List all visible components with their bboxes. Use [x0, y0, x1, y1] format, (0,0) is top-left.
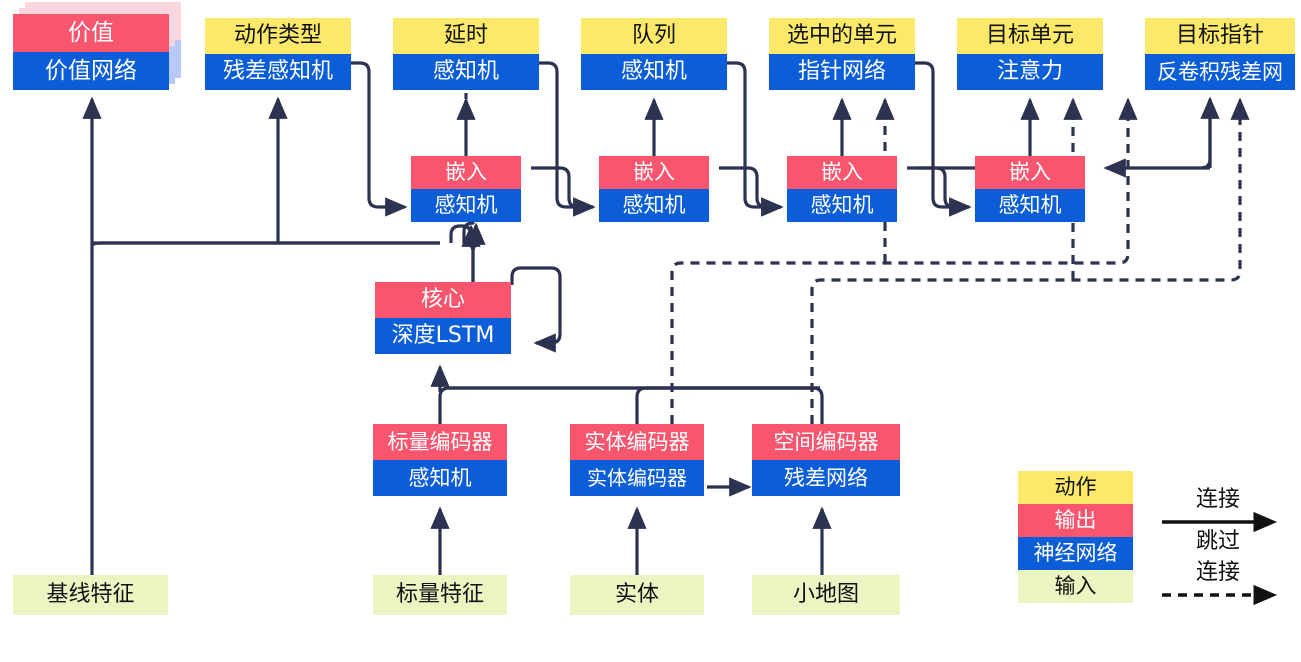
value-top-label: 价值 — [13, 14, 169, 52]
edge-selectedunits-to-embed4 — [907, 61, 972, 217]
queue-bottom-label: 感知机 — [581, 54, 727, 90]
edge-delay-to-embed2 — [531, 61, 596, 217]
delay-bottom-label: 感知机 — [393, 54, 539, 90]
selected-units-top-label: 选中的单元 — [769, 18, 915, 54]
embed-3-top-label: 嵌入 — [787, 156, 897, 189]
entity-encoder-top-label: 实体编码器 — [570, 424, 704, 460]
edge-embed1-to-embed2 — [531, 166, 596, 217]
edge-embed2-to-embed3 — [719, 166, 784, 217]
legend-action-label: 动作 — [1018, 471, 1133, 504]
node-scalar-encoder[interactable]: 标量编码器 感知机 — [373, 424, 507, 496]
node-spatial-encoder[interactable]: 空间编码器 残差网络 — [752, 424, 900, 496]
target-point-bottom-label: 反卷积残差网 — [1145, 54, 1295, 90]
selected-units-bottom-label: 指针网络 — [769, 54, 915, 90]
edge-skip-spatialenc-to-targetpoint — [810, 97, 1250, 424]
input-entities[interactable]: 实体 — [570, 575, 704, 615]
action-type-bottom-label: 残差感知机 — [205, 54, 351, 90]
spatial-encoder-bottom-label: 残差网络 — [752, 460, 900, 496]
legend-skip-label-line1: 跳过 — [1196, 529, 1241, 554]
embed-1-top-label: 嵌入 — [411, 156, 521, 189]
queue-top-label: 队列 — [581, 18, 727, 54]
delay-top-label: 延时 — [393, 18, 539, 54]
node-embed-2[interactable]: 嵌入 感知机 — [599, 156, 709, 222]
core-bottom-label: 深度LSTM — [375, 318, 511, 354]
input-minimap[interactable]: 小地图 — [752, 575, 900, 615]
node-embed-4[interactable]: 嵌入 感知机 — [975, 156, 1085, 222]
input-scalar-features[interactable]: 标量特征 — [373, 575, 507, 615]
embed-1-bottom-label: 感知机 — [411, 189, 521, 222]
legend-connection-label: 连接 — [1196, 487, 1241, 512]
target-point-top-label: 目标指针 — [1145, 18, 1295, 54]
legend-swatch-stack: 动作 输出 神经网络 输入 — [1018, 471, 1133, 603]
edge-left-bus2 — [90, 241, 440, 247]
legend-skip-label-line2: 连接 — [1196, 560, 1241, 585]
node-core[interactable]: 核心 深度LSTM — [375, 282, 511, 354]
edge-core-recurrent — [510, 266, 562, 353]
target-unit-top-label: 目标单元 — [957, 18, 1103, 54]
embed-2-top-label: 嵌入 — [599, 156, 709, 189]
node-delay[interactable]: 延时 感知机 — [393, 18, 539, 90]
node-action-type[interactable]: 动作类型 残差感知机 — [205, 18, 351, 90]
legend-network-label: 神经网络 — [1018, 537, 1133, 570]
value-bottom-label: 价值网络 — [13, 52, 169, 90]
embed-3-bottom-label: 感知机 — [787, 189, 897, 222]
node-value[interactable]: 价值 价值网络 — [13, 2, 181, 90]
embed-4-bottom-label: 感知机 — [975, 189, 1085, 222]
scalar-encoder-bottom-label: 感知机 — [373, 460, 507, 496]
legend-output-label: 输出 — [1018, 504, 1133, 537]
edge-actiontype-to-embed1 — [343, 61, 408, 217]
node-embed-1[interactable]: 嵌入 感知机 — [411, 156, 521, 222]
entity-encoder-bottom-label: 实体编码器 — [570, 460, 704, 496]
legend-input-label: 输入 — [1018, 570, 1133, 603]
edge-embed3-to-embed4 — [907, 166, 972, 217]
scalar-encoder-top-label: 标量编码器 — [373, 424, 507, 460]
edge-entityenc-bus — [635, 386, 820, 424]
node-target-point[interactable]: 目标指针 反卷积残差网 — [1145, 18, 1295, 90]
node-entity-encoder[interactable]: 实体编码器 实体编码器 — [570, 424, 704, 496]
edge-to-targetpoint — [1200, 96, 1220, 170]
node-queue[interactable]: 队列 感知机 — [581, 18, 727, 90]
edge-scalarenc-bus — [438, 386, 820, 424]
core-top-label: 核心 — [375, 282, 511, 318]
node-selected-units[interactable]: 选中的单元 指针网络 — [769, 18, 915, 90]
input-baseline-features[interactable]: 基线特征 — [13, 575, 168, 615]
legend-arrow-layer — [1162, 511, 1278, 606]
edge-bus-to-embed1 — [466, 222, 486, 245]
action-type-top-label: 动作类型 — [205, 18, 351, 54]
edge-skip-entityenc-to-selectedunits — [670, 97, 1138, 424]
target-unit-bottom-label: 注意力 — [957, 54, 1103, 90]
edge-core-up — [449, 224, 481, 247]
spatial-encoder-top-label: 空间编码器 — [752, 424, 900, 460]
embed-4-top-label: 嵌入 — [975, 156, 1085, 189]
edge-queue-to-embed3 — [719, 61, 784, 217]
embed-2-bottom-label: 感知机 — [599, 189, 709, 222]
node-embed-3[interactable]: 嵌入 感知机 — [787, 156, 897, 222]
node-target-unit[interactable]: 目标单元 注意力 — [957, 18, 1103, 90]
